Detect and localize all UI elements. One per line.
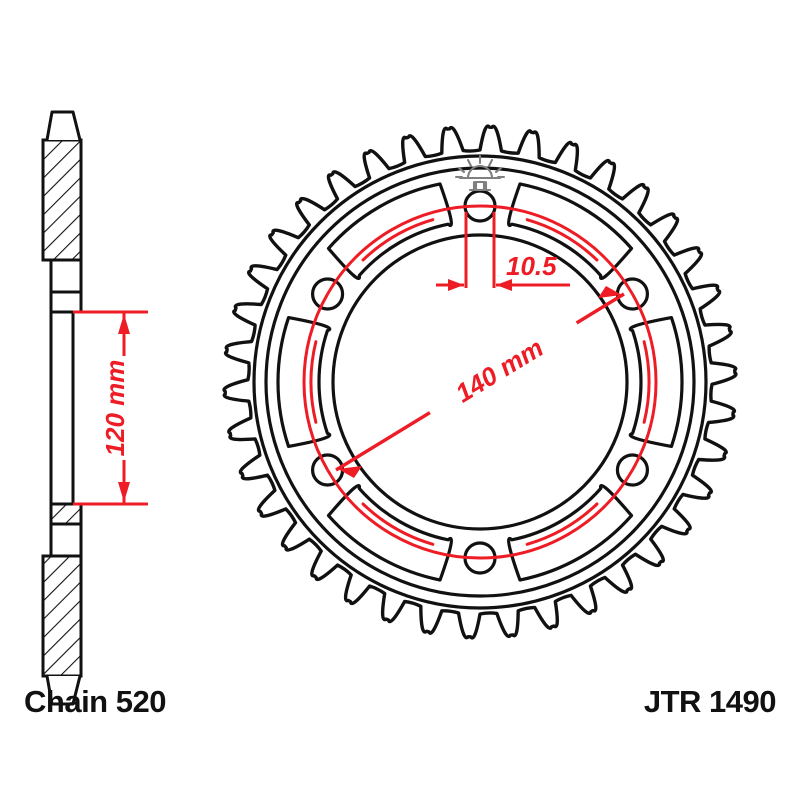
bolt-hole-dimension-10-5 [436, 212, 570, 291]
bolt-circle-arc [631, 293, 658, 471]
bolt-circle-arc [326, 204, 481, 295]
bolt-circle-dimension-140mm [335, 286, 625, 478]
slot-accent-arcs [309, 218, 651, 546]
center-bore-circle [331, 233, 629, 531]
rim-inner-circle [264, 166, 696, 598]
slot-accent-arc [361, 502, 435, 546]
slot-accent-arc [525, 218, 599, 262]
side-view-top-tooth-section [41, 110, 83, 314]
bolt-circle-arc [302, 293, 329, 471]
part-number-label: JTR 1490 [644, 684, 776, 719]
side-view-bottom-tooth-section [41, 502, 83, 706]
bolt-circle-arcs [302, 204, 658, 560]
chain-label: Chain 520 [24, 684, 166, 719]
slot-accent-arc [361, 218, 435, 262]
slot-accent-arc [309, 340, 318, 424]
bore-dimension-label: 120 mm [100, 360, 130, 457]
side-section-view [41, 110, 148, 706]
side-view-plate-body [49, 310, 75, 506]
bolt-circle-arc [326, 469, 481, 560]
slot-accent-arc [642, 340, 651, 424]
bolt-circle-arc [479, 469, 634, 560]
bore-dimension-120mm [73, 310, 148, 506]
slot-accent-arc [525, 502, 599, 546]
sunrise-stand-icon [454, 154, 506, 192]
bolt-circle-arc [479, 204, 634, 295]
bolt-hole-dimension-label: 10.5 [506, 251, 557, 281]
